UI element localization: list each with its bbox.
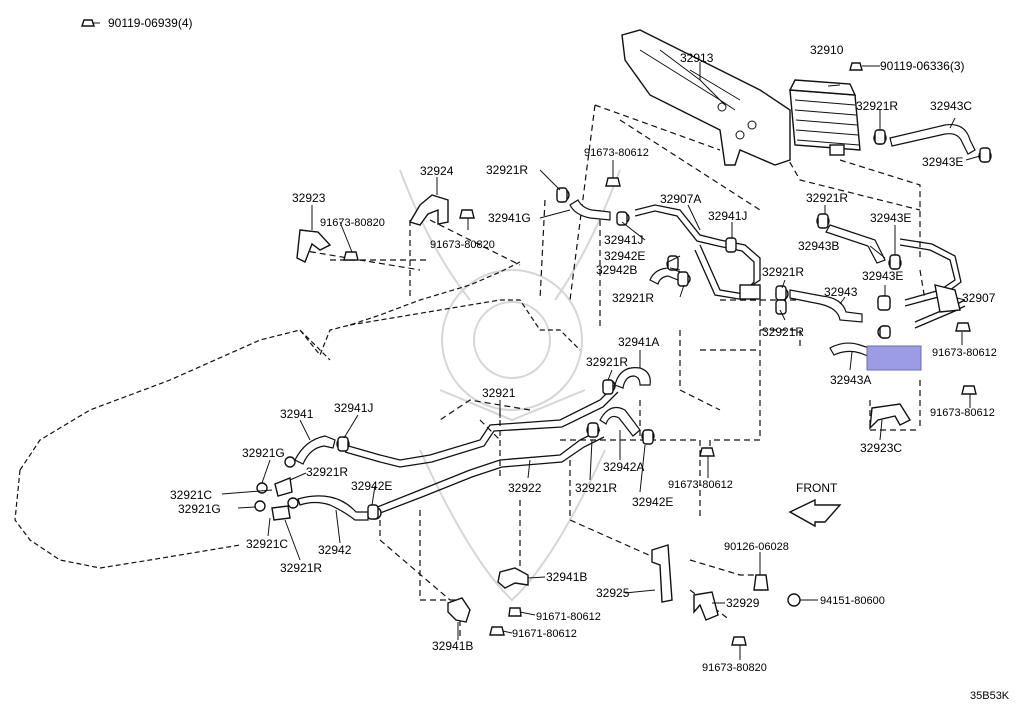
label-91673-80820: 91673-80820 — [702, 662, 767, 674]
bracket-32923 — [296, 229, 332, 263]
label-32942B: 32942B — [596, 263, 637, 277]
label-32943C: 32943C — [930, 99, 972, 113]
label-32941B: 32941B — [546, 570, 587, 584]
label-91673-80612: 91673-80612 — [668, 479, 733, 491]
line-32921 — [344, 384, 619, 468]
label-91673-80612: 91673-80612 — [930, 407, 995, 419]
label-32913: 32913 — [680, 51, 714, 65]
label-32921C: 32921C — [246, 537, 288, 551]
label-32941G: 32941G — [488, 211, 531, 225]
pipe-32907A — [634, 204, 761, 301]
pipe-32907 — [899, 238, 966, 329]
label-90119-06336: 90119-06336(3) — [880, 59, 965, 73]
label-32925: 32925 — [596, 586, 630, 600]
bracket-32923C — [869, 403, 912, 430]
label-32929: 32929 — [726, 596, 760, 610]
label-32921R: 32921R — [856, 99, 898, 113]
hose-32942 — [287, 495, 382, 521]
label-32921R: 32921R — [575, 481, 617, 495]
label-32941J: 32941J — [604, 233, 643, 247]
line-32922 — [374, 429, 605, 516]
label-32942: 32942 — [318, 543, 352, 557]
label-32943: 32943 — [824, 285, 858, 299]
bracket-32925 — [651, 544, 673, 603]
front-label: FRONT — [796, 481, 838, 495]
label-32921R: 32921R — [280, 561, 322, 575]
label-32943A: 32943A — [830, 373, 871, 387]
label-32942E: 32942E — [632, 495, 673, 509]
label-91673-80820: 91673-80820 — [430, 239, 495, 251]
hose-clamps — [254, 129, 991, 521]
watermark-emblem — [399, 169, 621, 602]
label-32942A: 32942A — [603, 460, 644, 474]
label-32923C: 32923C — [860, 441, 902, 455]
label-32942E: 32942E — [351, 479, 392, 493]
label-32921R: 32921R — [486, 163, 528, 177]
label-32921C: 32921C — [170, 488, 212, 502]
bracket-32929 — [693, 591, 719, 621]
label-32923: 32923 — [292, 191, 326, 205]
label-32941: 32941 — [280, 407, 314, 421]
label-32921R: 32921R — [306, 465, 348, 479]
label-32922: 32922 — [508, 481, 542, 495]
part-labels: 90119-06939(4) 32913 32910 90119-06336(3… — [108, 16, 1010, 702]
bolts — [81, 19, 977, 646]
front-arrow — [788, 498, 842, 528]
highlight-box — [866, 345, 922, 371]
label-32943E: 32943E — [862, 269, 903, 283]
label-32907: 32907 — [962, 291, 996, 305]
label-32941A: 32941A — [618, 335, 659, 349]
label-32921R: 32921R — [762, 265, 804, 279]
label-32921R: 32921R — [586, 355, 628, 369]
label-90119-06939: 90119-06939(4) — [108, 16, 193, 30]
label-32921R: 32921R — [806, 191, 848, 205]
transmission-outline — [14, 261, 581, 569]
label-91671-80612: 91671-80612 — [536, 611, 601, 623]
leader-lines — [92, 22, 981, 660]
label-32942E: 32942E — [604, 249, 645, 263]
label-32941J: 32941J — [334, 401, 373, 415]
bracket-32924 — [408, 194, 449, 226]
label-32921R: 32921R — [762, 325, 804, 339]
label-32943E: 32943E — [922, 155, 963, 169]
label-91671-80612: 91671-80612 — [512, 628, 577, 640]
label-32941J: 32941J — [708, 209, 747, 223]
label-32921: 32921 — [482, 386, 516, 400]
label-32943E: 32943E — [870, 211, 911, 225]
label-32907A: 32907A — [660, 192, 701, 206]
label-32910: 32910 — [810, 43, 844, 57]
label-32921R: 32921R — [612, 291, 654, 305]
clip-32941B — [447, 567, 529, 623]
label-91673-80612: 91673-80612 — [932, 347, 997, 359]
label-32921G: 32921G — [178, 502, 221, 516]
label-94151-80600: 94151-80600 — [820, 595, 885, 607]
label-91673-80612: 91673-80612 — [584, 147, 649, 159]
reference-code: 35B53K — [970, 690, 1010, 702]
label-90126-06028: 90126-06028 — [724, 541, 789, 553]
label-32921G: 32921G — [242, 446, 285, 460]
label-91673-80820: 91673-80820 — [320, 217, 385, 229]
label-32943B: 32943B — [798, 239, 839, 253]
label-32941B: 32941B — [432, 639, 473, 653]
label-32924: 32924 — [420, 164, 454, 178]
oil-cooler-32910 — [788, 79, 861, 156]
